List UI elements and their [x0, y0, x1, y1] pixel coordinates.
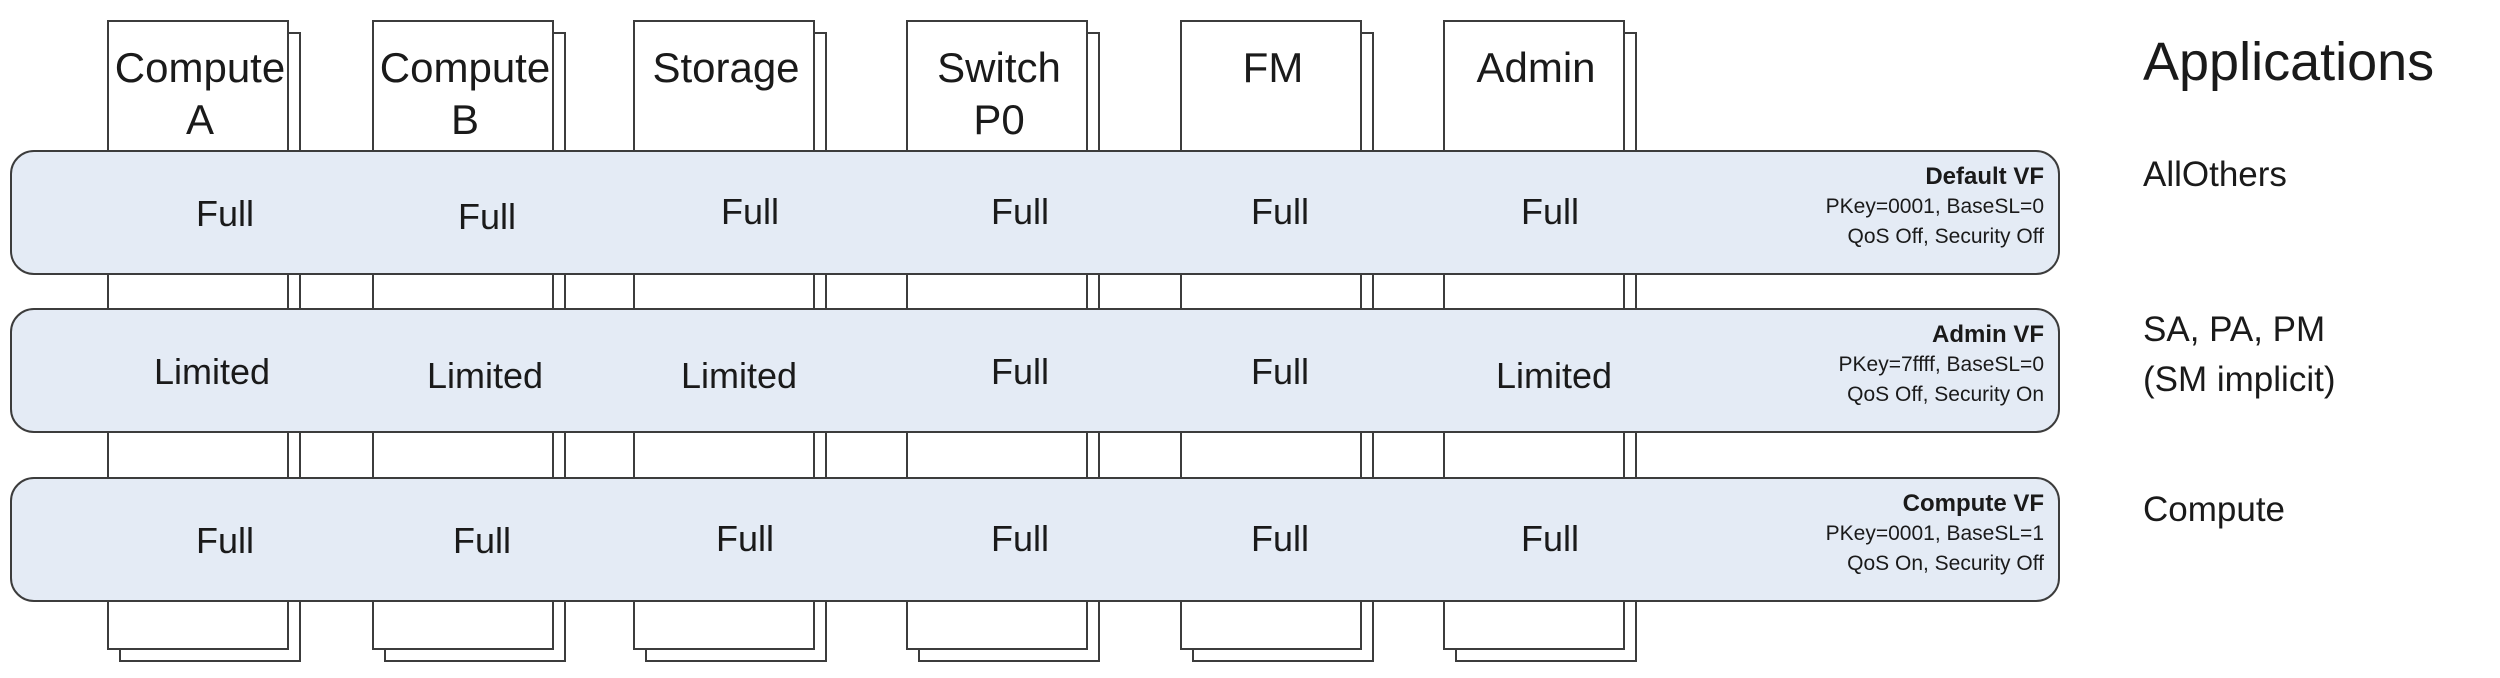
vf-cell: Full — [990, 191, 1049, 232]
vf-cell: Limited — [1495, 355, 1613, 396]
vf-flags: QoS On, Security Off — [1847, 552, 2044, 575]
vf-cell: Full — [452, 520, 511, 561]
vf-cell: Full — [990, 518, 1049, 559]
vf-cell: Full — [720, 191, 779, 232]
vf-cell: Limited — [426, 355, 544, 396]
vf-flags: QoS Off, Security On — [1847, 383, 2044, 406]
vf-cell: Full — [1250, 351, 1309, 392]
vf-cell: Full — [195, 520, 254, 561]
vf-pkey: PKey=0001, BaseSL=1 — [1825, 522, 2044, 545]
vf-cell: Limited — [680, 355, 798, 396]
vf-meta: Default VF PKey=0001, BaseSL=0 QoS Off, … — [1826, 162, 2044, 252]
vf-cell: Full — [1520, 191, 1579, 232]
node-title: Storage — [652, 44, 800, 91]
vf-meta: Admin VF PKey=7ffff, BaseSL=0 QoS Off, S… — [1839, 320, 2045, 410]
node-title: Compute B — [379, 44, 551, 143]
node-title: Switch P0 — [937, 44, 1061, 143]
vf-name: Compute VF — [1902, 490, 2044, 517]
vf-band-admin: Limited Limited Limited Full Full Limite… — [10, 308, 2060, 433]
vf-cell: Full — [195, 193, 254, 234]
node-title: Compute A — [114, 44, 286, 143]
vf-band-default: Full Full Full Full Full Full Default VF… — [10, 150, 2060, 275]
vf-meta: Compute VF PKey=0001, BaseSL=1 QoS On, S… — [1826, 489, 2044, 579]
vf-applications-admin: SA, PA, PM (SM implicit) — [2143, 310, 2336, 399]
vf-cell: Full — [715, 518, 774, 559]
vf-cell: Full — [990, 351, 1049, 392]
applications-heading: Applications — [2143, 32, 2435, 92]
node-title: Admin — [1476, 44, 1596, 91]
vf-applications-compute: Compute — [2143, 490, 2286, 529]
vf-cell: Full — [457, 196, 516, 237]
vf-cell: Full — [1250, 191, 1309, 232]
vf-name: Default VF — [1925, 163, 2044, 190]
vf-cell: Limited — [153, 351, 271, 392]
vf-flags: QoS Off, Security Off — [1847, 225, 2044, 248]
vf-applications-default: AllOthers — [2143, 155, 2287, 194]
vf-pkey: PKey=0001, BaseSL=0 — [1825, 195, 2044, 218]
vf-band-compute: Full Full Full Full Full Full Compute VF… — [10, 477, 2060, 602]
vf-pkey: PKey=7ffff, BaseSL=0 — [1838, 353, 2045, 376]
vf-cell: Full — [1520, 518, 1579, 559]
vf-cell: Full — [1250, 518, 1309, 559]
node-title: FM — [1242, 44, 1304, 91]
vf-name: Admin VF — [1932, 321, 2044, 348]
